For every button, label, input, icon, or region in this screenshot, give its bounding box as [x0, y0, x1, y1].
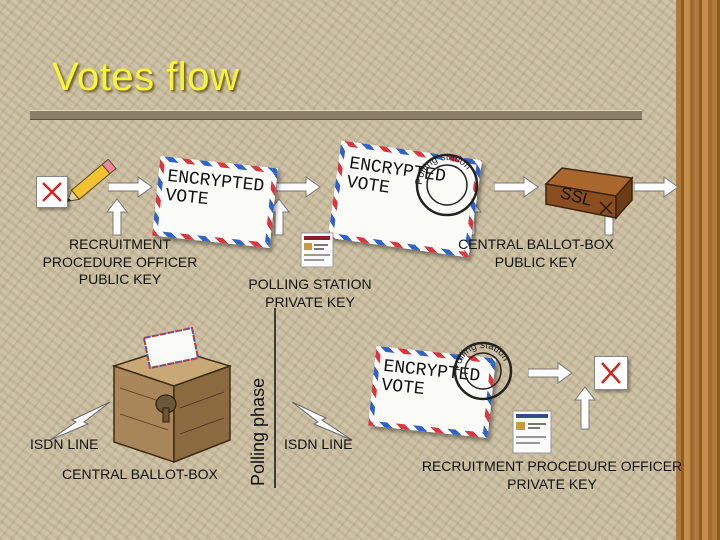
ballot-x-mark-icon — [594, 356, 628, 390]
slide-title: Votes flow — [52, 55, 240, 99]
recruitment-private-key-label: RECRUITMENT PROCEDURE OFFICER PRIVATE KE… — [421, 458, 683, 492]
polling-phase-label: Polling phase — [248, 377, 268, 486]
title-underline — [30, 110, 642, 120]
package-icon — [544, 167, 634, 220]
recruitment-public-key-label: RECRUITMENT PROCEDURE OFFICER PUBLIC KEY — [42, 236, 198, 287]
central-ballot-box-public-key-label: CENTRAL BALLOT-BOX PUBLIC KEY — [458, 236, 614, 270]
key-card-icon — [300, 232, 334, 268]
lightning-icon — [49, 401, 111, 441]
lightning-icon — [291, 401, 353, 441]
flow-arrow-2 — [276, 176, 321, 198]
ballot-box-icon — [111, 326, 233, 464]
up-arrow-recruitment-key — [106, 198, 128, 236]
up-arrow-private-key — [574, 386, 596, 430]
flow-arrow-4 — [634, 176, 679, 198]
up-arrow-polling-key — [268, 198, 290, 236]
key-card-icon — [512, 410, 552, 454]
pencil-icon — [66, 158, 117, 202]
central-ballot-box-label: CENTRAL BALLOT-BOX — [62, 466, 218, 482]
postmark-stamp-icon: Polling station — [414, 152, 479, 217]
phase-divider — [274, 308, 276, 488]
encrypted-vote-envelope: ENCRYPTED VOTE — [152, 156, 278, 248]
ballot-x-mark-icon — [36, 176, 68, 208]
isdn-line-left-label: ISDN LINE — [30, 436, 99, 452]
svg-text:Polling station: Polling station — [414, 152, 473, 185]
envelope-text: ENCRYPTED VOTE — [164, 166, 266, 211]
flow-arrow-1 — [108, 176, 153, 198]
isdn-line-right-label: ISDN LINE — [284, 436, 353, 452]
flow-arrow-5 — [528, 362, 573, 384]
polling-station-private-key-label: POLLING STATION PRIVATE KEY — [248, 276, 372, 310]
flow-arrow-3 — [494, 176, 539, 198]
wood-border — [676, 0, 720, 540]
svg-text:Polling station: Polling station — [452, 340, 511, 372]
postmark-stamp-icon: Polling station — [452, 340, 513, 401]
